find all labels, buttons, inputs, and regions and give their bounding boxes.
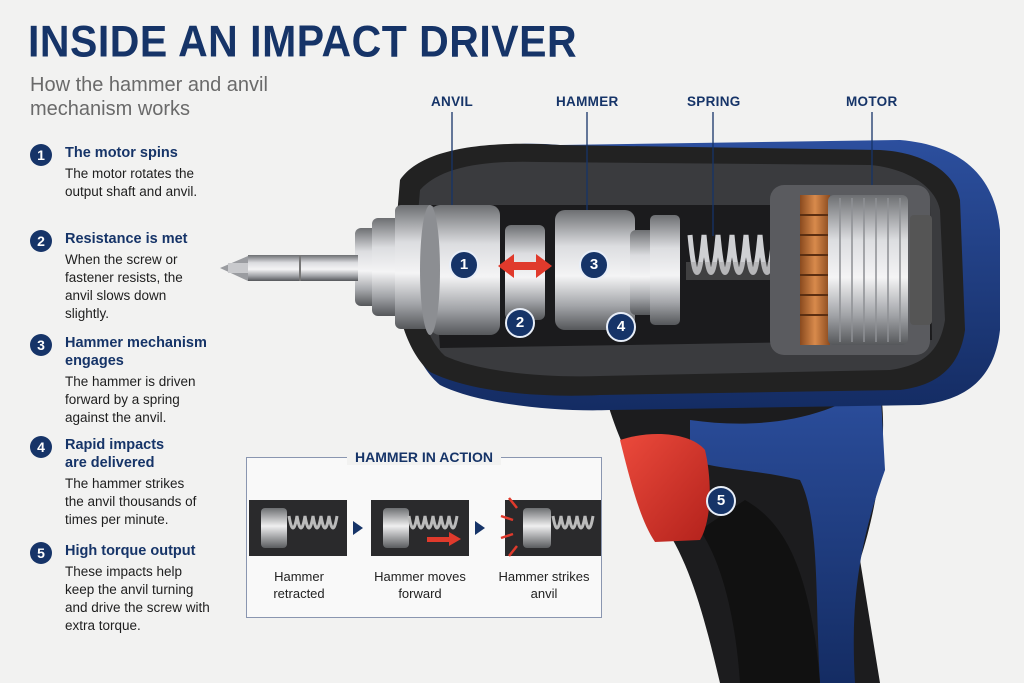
anvil-jaws — [505, 225, 545, 320]
step-4: 4 Rapid impacts are delivered The hammer… — [30, 436, 220, 529]
step-description: These impacts help keep the anvil turnin… — [65, 564, 210, 633]
step-number-badge: 1 — [30, 144, 52, 166]
step-1: 1 The motor spins The motor rotates the … — [30, 144, 220, 201]
step-title: Hammer mechanism engages — [65, 335, 207, 369]
handle — [600, 350, 885, 683]
frame-caption-1: Hammer retracted — [273, 569, 325, 601]
step-title: High torque output — [65, 543, 196, 559]
frame-caption-3: Hammer strikes anvil — [498, 569, 590, 601]
frame-strikes-anvil — [500, 497, 601, 557]
step-number-badge: 2 — [30, 230, 52, 252]
frame-caption-2: Hammer moves forward — [374, 569, 466, 601]
step-number-badge: 3 — [30, 334, 52, 356]
screwdriver-bit — [220, 255, 358, 281]
step-description: When the screw or fastener resists, the … — [65, 252, 183, 321]
label-anvil: ANVIL — [431, 94, 473, 109]
action-panel-title-text: HAMMER IN ACTION — [347, 449, 501, 465]
frame-moving-forward — [371, 500, 469, 556]
arrow-icon — [353, 521, 363, 535]
marker-3: 3 — [579, 250, 609, 280]
step-number-badge: 4 — [30, 436, 52, 458]
step-title: Resistance is met — [65, 231, 188, 247]
page-subtitle: How the hammer and anvil mechanism works — [30, 74, 268, 120]
step-title: The motor spins — [65, 145, 178, 161]
page-title: INSIDE AN IMPACT DRIVER — [28, 16, 578, 67]
label-motor: MOTOR — [846, 94, 898, 109]
label-hammer: HAMMER — [556, 94, 619, 109]
step-title: Rapid impacts are delivered — [65, 437, 165, 471]
step-description: The hammer is driven forward by a spring… — [65, 374, 196, 425]
label-spring: SPRING — [687, 94, 741, 109]
impact-arrow — [498, 254, 552, 278]
step-number-badge: 5 — [30, 542, 52, 564]
marker-4: 4 — [606, 312, 636, 342]
marker-1: 1 — [449, 250, 479, 280]
leader-lines — [451, 112, 873, 236]
step-5: 5 High torque output These impacts help … — [30, 542, 220, 635]
trigger — [620, 434, 710, 542]
marker-2: 2 — [505, 308, 535, 338]
arrow-icon — [475, 521, 485, 535]
step-2: 2 Resistance is met When the screw or fa… — [30, 230, 220, 323]
step-description: The motor rotates the output shaft and a… — [65, 166, 198, 199]
marker-5: 5 — [706, 486, 736, 516]
step-description: The hammer strikes the anvil thousands o… — [65, 476, 197, 527]
action-panel-title: HAMMER IN ACTION — [247, 449, 601, 467]
step-3: 3 Hammer mechanism engages The hammer is… — [30, 334, 220, 427]
hammer-in-action-panel: HAMMER IN ACTION — [246, 449, 602, 618]
motor-part — [770, 185, 932, 355]
action-frames — [249, 497, 601, 557]
frame-retracted — [249, 500, 347, 556]
